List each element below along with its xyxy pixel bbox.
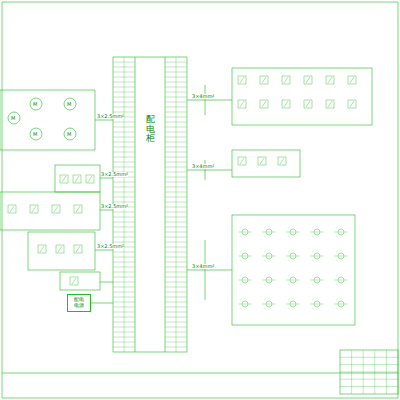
- motor-letter: M: [11, 116, 15, 121]
- motor-letter: M: [33, 102, 37, 107]
- cable-spec: 3×4mm²: [192, 264, 214, 269]
- cable-spec: 3×2.5mm²: [101, 204, 128, 209]
- cable-spec: 3×2.5mm²: [97, 114, 124, 119]
- motor-letter: M: [67, 132, 71, 137]
- node-text: 配电 电源: [72, 297, 87, 309]
- cable-spec: 3×2.5mm²: [101, 172, 128, 177]
- feeder-line: [91, 303, 113, 304]
- cable-spec: 3×2.5mm²: [97, 244, 124, 249]
- motor-letter: M: [67, 102, 71, 107]
- cable-spec: 3×4mm²: [192, 94, 214, 99]
- motor-letter: M: [33, 132, 37, 137]
- cable-spec: 3×4mm²: [192, 164, 214, 169]
- power-box: 配电 电源: [67, 294, 91, 312]
- node-text: 配电柜: [146, 115, 155, 145]
